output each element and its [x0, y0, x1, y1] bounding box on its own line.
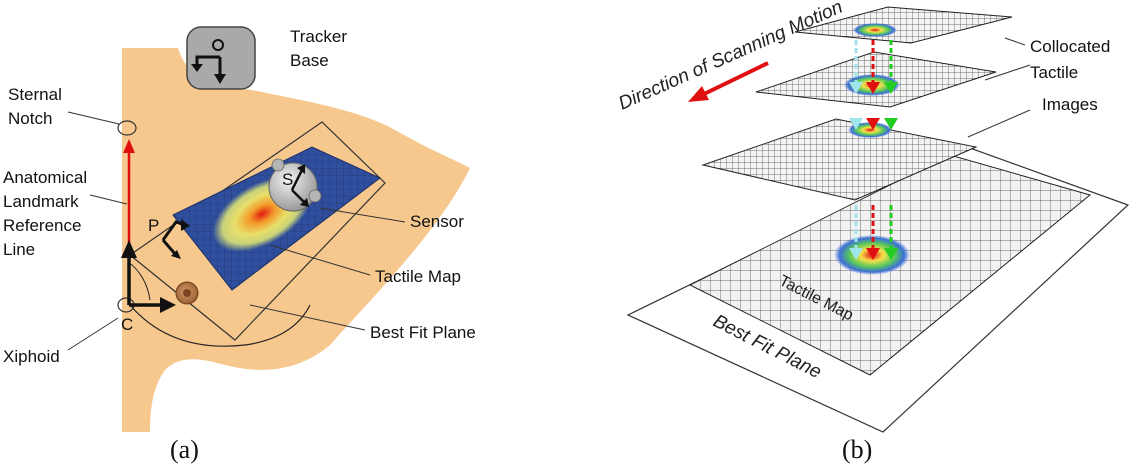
collocation-arrows — [854, 40, 893, 252]
frame-s-label: S — [282, 170, 293, 189]
tactile-image-3 — [701, 118, 978, 201]
panel-b-caption: (b) — [842, 435, 872, 464]
tactile-map-label-a: Tactile Map — [375, 267, 461, 286]
frame-p: P — [148, 216, 190, 259]
tracker-base-label-1: Tracker — [290, 27, 347, 46]
anatomical-label-1: Anatomical — [3, 168, 87, 187]
collocated-label-2: Tactile — [1030, 63, 1078, 82]
tracker-base — [186, 26, 256, 90]
xiphoid-label: Xiphoid — [3, 347, 60, 366]
best-fit-plane-a — [129, 121, 386, 341]
anatomical-label-3: Reference — [3, 216, 81, 235]
sensor: S — [268, 158, 322, 212]
breast-contour — [129, 304, 311, 347]
panel-b: Direction of Scanning Motion Collocated … — [615, 0, 1130, 464]
panel-a-caption: (a) — [170, 435, 199, 464]
best-fit-plane-label-a: Best Fit Plane — [370, 323, 476, 342]
sternal-notch-label-1: Sternal — [8, 85, 62, 104]
direction-arrow — [688, 61, 769, 102]
frame-c: C — [117, 240, 176, 334]
anatomical-label-4: Line — [3, 240, 35, 259]
leader-lines-b — [967, 37, 1031, 138]
panel-a: S P C — [3, 26, 476, 464]
collocated-label-3: Images — [1042, 95, 1098, 114]
tracker-base-label-2: Base — [290, 51, 329, 70]
leader-lines-a — [67, 111, 406, 351]
collocation-arrowheads — [849, 82, 898, 260]
sternal-notch-label-2: Notch — [8, 109, 52, 128]
anatomical-label-2: Landmark — [3, 192, 79, 211]
sensor-label: Sensor — [410, 212, 464, 231]
sternal-notch-marker — [117, 120, 137, 136]
frame-c-label: C — [121, 315, 133, 334]
tactile-image-1 — [794, 6, 1013, 44]
collocated-label-1: Collocated — [1030, 37, 1110, 56]
frame-p-label: P — [148, 216, 159, 235]
